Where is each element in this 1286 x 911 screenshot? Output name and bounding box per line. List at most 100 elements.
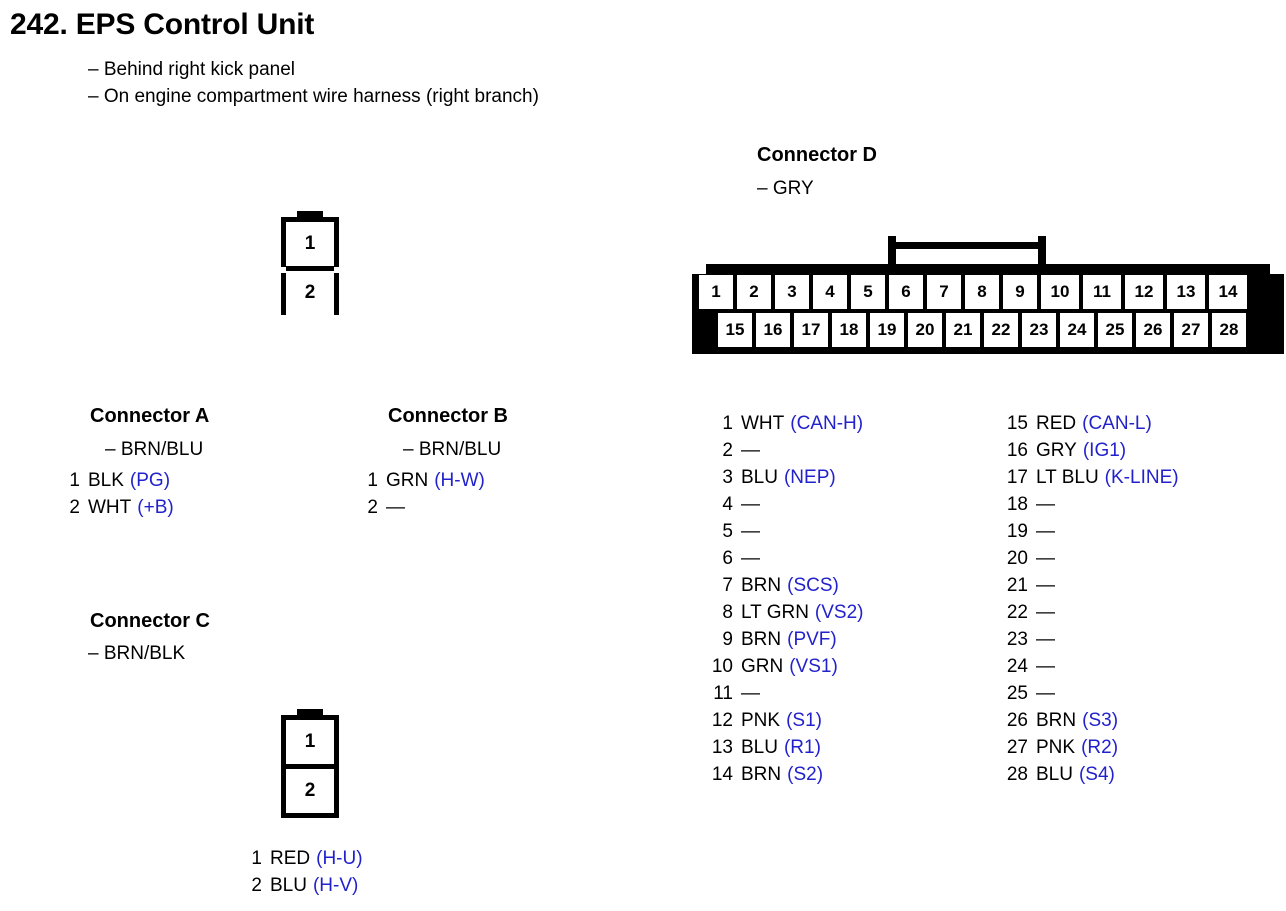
connector-b-pin-list: 1 GRN (H-W) 2 — [366, 467, 485, 521]
pin-signal: (PVF) [787, 629, 837, 650]
pin-wire-color: — [1036, 548, 1055, 569]
connector-d-color: – GRY [757, 178, 814, 199]
connector-pin-cell: 15 [718, 313, 752, 347]
pin-number: 14 [711, 764, 733, 785]
pin-wire-color: — [741, 683, 760, 704]
pin-wire-color: BLU [1036, 764, 1073, 785]
pin-row: 11 — [711, 680, 864, 707]
pin-row: 20— [1006, 545, 1179, 572]
connector-pin-cell: 21 [946, 313, 980, 347]
pin-signal: (S3) [1082, 710, 1119, 731]
connector-pin-cell: 25 [1098, 313, 1132, 347]
pin-number: 11 [713, 683, 733, 704]
pin-number: 2 [69, 497, 80, 518]
pin-row: 18— [1006, 491, 1179, 518]
connector-pin-cell: 7 [927, 275, 961, 309]
subtitle-list: – Behind right kick panel – On engine co… [88, 56, 539, 110]
pin-signal: (H-W) [434, 470, 485, 491]
pin-signal: (VS2) [814, 602, 864, 623]
connector-locking-tab [888, 236, 1046, 268]
locking-tab-bar [888, 242, 1046, 249]
locking-tab-post-right [1038, 236, 1046, 268]
pin-wire-color: BLU [270, 875, 307, 896]
pin-signal: (H-U) [316, 848, 363, 869]
locking-tab-post-left [888, 236, 896, 268]
pin-wire-color: WHT [741, 413, 785, 434]
connector-pin-cell: 20 [908, 313, 942, 347]
pin-signal: (PG) [129, 470, 171, 491]
connector-pin-cell: 19 [870, 313, 904, 347]
pin-number: 26 [1006, 710, 1028, 731]
connector-c-color: – BRN/BLK [88, 643, 186, 664]
pin-wire-color: WHT [88, 497, 132, 518]
pin-row: 1 RED (H-U) [250, 845, 363, 872]
pin-number: 28 [1006, 764, 1028, 785]
pin-signal: (R2) [1081, 737, 1119, 758]
pin-wire-color: — [741, 494, 760, 515]
connector-pin-cell: 26 [1136, 313, 1170, 347]
pin-row: 23— [1006, 626, 1179, 653]
connector-pin-cell: 24 [1060, 313, 1094, 347]
pin-number: 21 [1006, 575, 1028, 596]
pin-number: 23 [1006, 629, 1028, 650]
pin-number: 4 [722, 494, 733, 515]
connector-pin-cell: 4 [813, 275, 847, 309]
connector-pin-cell: 2 [286, 769, 334, 813]
pin-signal: (S2) [787, 764, 824, 785]
pin-number: 17 [1006, 467, 1028, 488]
pin-row: 22— [1006, 599, 1179, 626]
pin-row: 21 — [1006, 572, 1179, 599]
pin-wire-color: — [1036, 521, 1055, 542]
pin-wire-color: PNK [1036, 737, 1076, 758]
pin-signal: (NEP) [783, 467, 836, 488]
pin-number: 18 [1006, 494, 1028, 515]
connector-pin-cell: 13 [1167, 275, 1205, 309]
pin-number: 1 [251, 848, 262, 869]
pin-signal: (CAN-L) [1082, 413, 1152, 434]
pin-wire-color: PNK [741, 710, 781, 731]
pin-number: 13 [711, 737, 733, 758]
pin-wire-color: BRN [741, 629, 782, 650]
pin-row: 2 — [366, 494, 485, 521]
pin-wire-color: LT GRN [741, 602, 809, 623]
connector-a-heading: Connector A [90, 405, 210, 427]
pin-number: 10 [711, 656, 733, 677]
pin-number: 12 [711, 710, 733, 731]
pin-wire-color: LT BLU [1036, 467, 1099, 488]
connector-pin-cell: 2 [286, 271, 334, 315]
connector-pin-cell: 1 [699, 275, 733, 309]
connector-pin-cell: 12 [1125, 275, 1163, 309]
connector-body: 1 2 [281, 715, 339, 818]
pin-number: 1 [69, 470, 80, 491]
pin-signal: (IG1) [1082, 440, 1127, 461]
pin-row: 2 BLU (H-V) [250, 872, 363, 899]
pin-wire-color: RED [1036, 413, 1077, 434]
pin-wire-color: BRN [1036, 710, 1077, 731]
pin-signal: (SCS) [787, 575, 839, 596]
pin-number: 7 [722, 575, 733, 596]
pin-row: 6— [711, 545, 864, 572]
connector-pin-cell: 3 [775, 275, 809, 309]
pin-number: 6 [722, 548, 733, 569]
pin-signal: (S1) [786, 710, 822, 731]
pin-signal: (CAN-H) [790, 413, 864, 434]
pin-number: 22 [1006, 602, 1028, 623]
pin-row: 24— [1006, 653, 1179, 680]
pin-wire-color: — [741, 548, 760, 569]
pin-wire-color: — [1036, 656, 1055, 677]
connector-pin-cell: 8 [965, 275, 999, 309]
connector-a-color: – BRN/BLU [105, 439, 204, 460]
connector-body: 1 2 [281, 217, 339, 315]
pin-wire-color: — [1036, 575, 1055, 596]
page-title: 242. EPS Control Unit [10, 8, 315, 41]
pin-wire-color: RED [270, 848, 311, 869]
